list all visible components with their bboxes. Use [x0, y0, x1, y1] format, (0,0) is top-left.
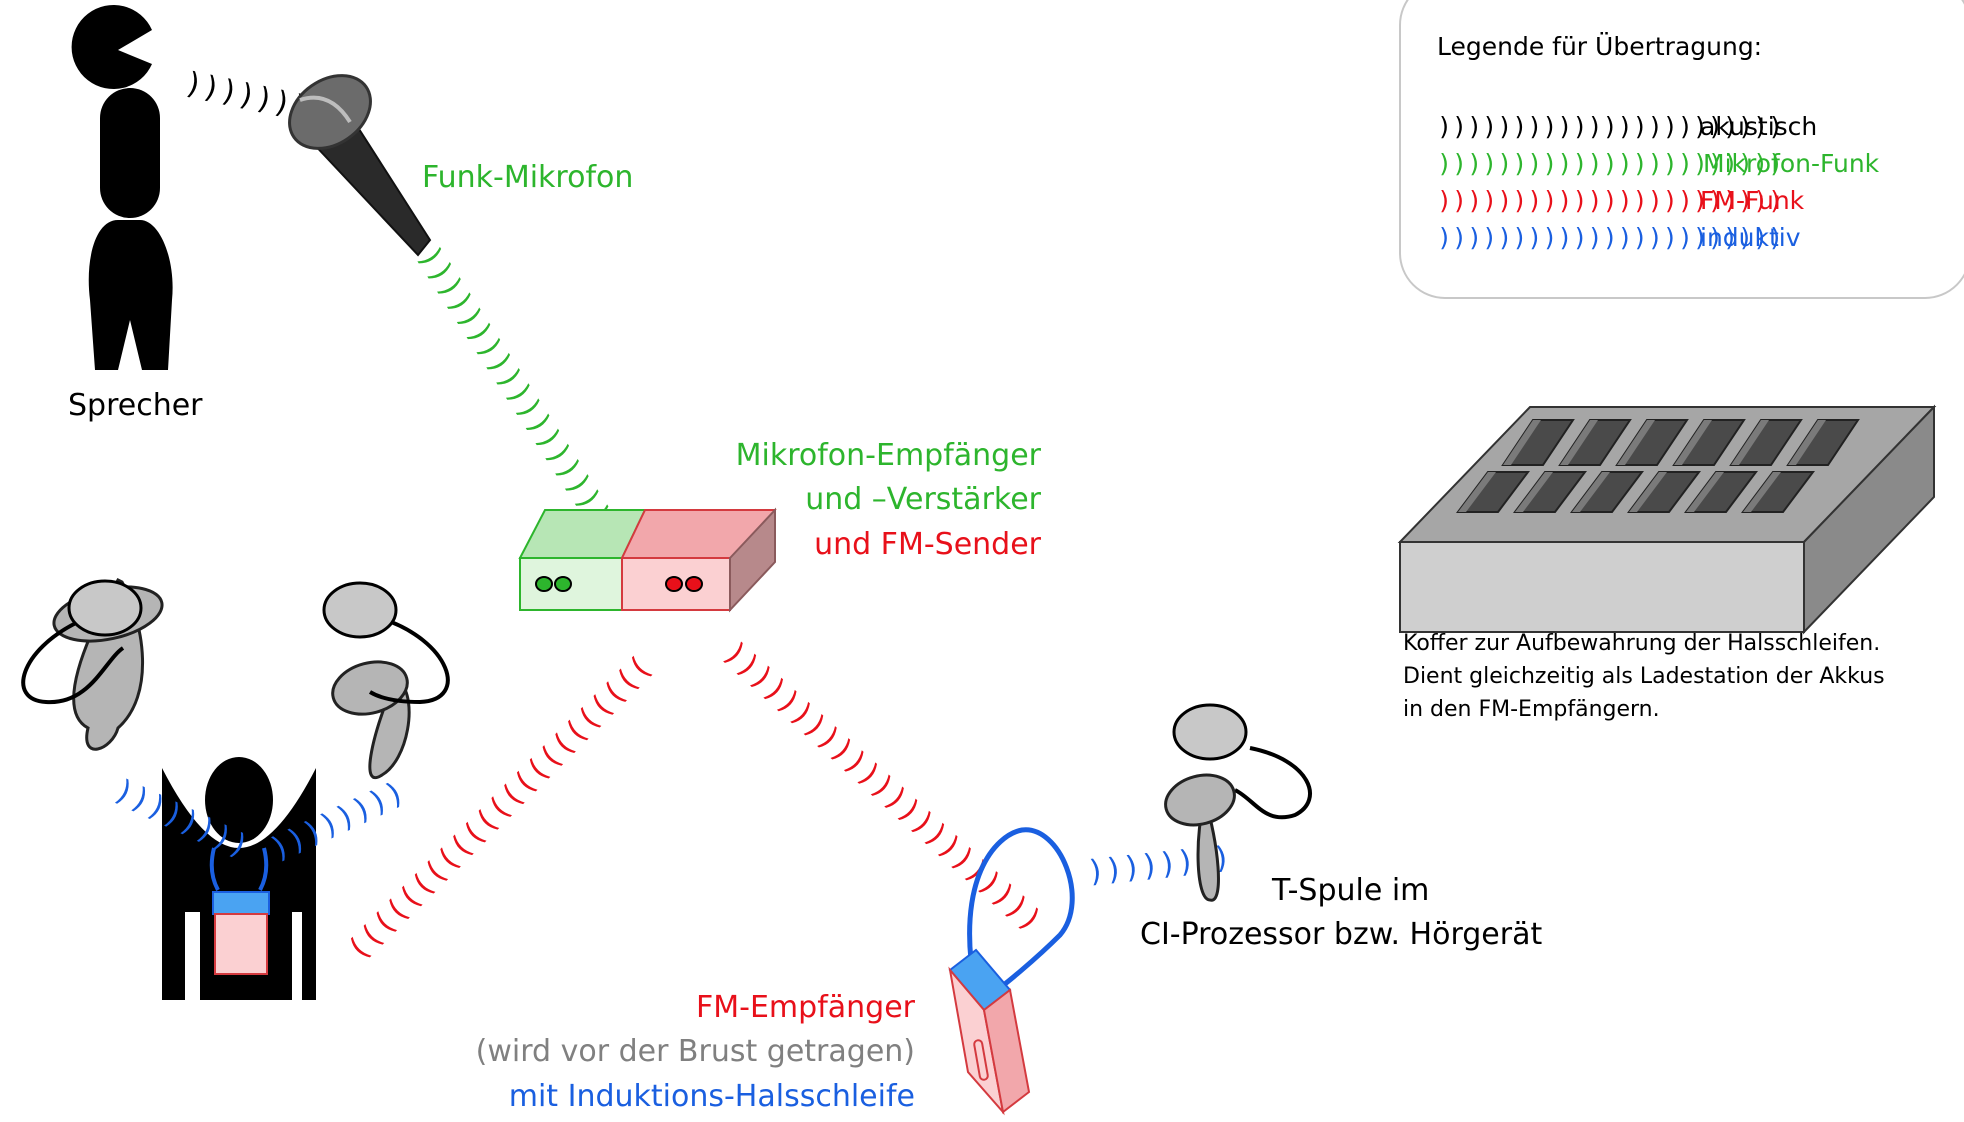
- legend-fm-radio-waves: ))))))))))))))))))))))): [1437, 186, 1783, 215]
- case-slot-wall: [1458, 472, 1496, 512]
- case-slot-wall: [1674, 420, 1712, 465]
- fm-receiver-side: [982, 988, 1031, 1114]
- legend-inductive-label: induktiv: [1700, 223, 1801, 252]
- case-slot-wall: [1686, 472, 1724, 512]
- green-led: [535, 576, 553, 592]
- legend-mic-radio-label: Mikrofon-Funk: [1703, 149, 1880, 178]
- case-slot-wall: [1515, 472, 1553, 512]
- case-label-line2: Dient gleichzeitig als Ladestation der A…: [1403, 664, 1885, 689]
- listener-body: [162, 768, 316, 1000]
- worn-receiver-body: [214, 913, 268, 975]
- fm-receiver-with-neck-loop: [948, 827, 1075, 1116]
- case-front: [1399, 541, 1805, 633]
- case-slot-wall: [1731, 420, 1769, 465]
- legend-inductive-waves: ))))))))))))))))))))))): [1437, 223, 1783, 252]
- case-slot-wall: [1743, 472, 1781, 512]
- ci-processor-cable: [1234, 746, 1312, 820]
- case-slots: [1456, 419, 1860, 513]
- legend-title: Legende für Übertragung:: [1437, 32, 1762, 61]
- hearing-aid-right: [322, 581, 450, 779]
- green-led: [554, 576, 572, 592]
- case-side: [1803, 404, 1935, 635]
- speaker-torso: [100, 88, 160, 218]
- receiver-label-line1: Mikrofon-Empfänger: [736, 438, 1042, 473]
- receiver-transmitter-box: [518, 507, 777, 613]
- worn-receiver-top: [212, 891, 270, 915]
- legend: Legende für Übertragung: )))))))))))))))…: [1399, 0, 1964, 299]
- speaker-legs: [88, 220, 173, 370]
- ci-processor-hook: [1164, 773, 1236, 827]
- legend-acoustic-label: akustisch: [1700, 112, 1817, 141]
- receiver-box-side: [729, 507, 776, 613]
- receiver-label-line2: und –Verstärker: [805, 482, 1041, 517]
- hearing-aid-left: [21, 578, 164, 751]
- legend-mic-radio-waves: ))))))))))))))))))))))): [1437, 149, 1783, 178]
- speaker-head: [71, 5, 152, 90]
- fm-receiver-label-line2: (wird vor der Brust getragen): [476, 1034, 915, 1069]
- case-label-line1: Koffer zur Aufbewahrung der Halsschleife…: [1403, 631, 1880, 656]
- case-slot-wall: [1572, 472, 1610, 512]
- red-led: [665, 576, 683, 592]
- fm-receiver-label-line1: FM-Empfänger: [696, 990, 916, 1025]
- fm-radio-waves-right: ))))))))))))))))))))))): [717, 635, 1049, 939]
- hearing-aid-left-cable: [21, 620, 125, 705]
- speaker-label: Sprecher: [68, 388, 203, 423]
- listener-head: [205, 757, 273, 843]
- case-label-line3: in den FM-Empfängern.: [1403, 697, 1660, 722]
- legend-acoustic-waves: ))))))))))))))))))))))): [1437, 112, 1783, 141]
- red-led: [685, 576, 703, 592]
- hearing-aid-right-cable: [368, 616, 450, 705]
- tcoil-label-line2: CI-Prozessor bzw. Hörgerät: [1140, 917, 1542, 952]
- microphone-grille-highlight: [299, 95, 352, 124]
- case-slot-wall: [1617, 420, 1655, 465]
- case-slot-wall: [1629, 472, 1667, 512]
- microphone-grille: [288, 74, 372, 150]
- legend-fm-radio-label: FM-Funk: [1700, 186, 1805, 215]
- case-slot-wall: [1560, 420, 1598, 465]
- hearing-aid-right-coil: [322, 581, 398, 639]
- neck-loop: [209, 847, 269, 891]
- listener-figure: [162, 757, 316, 1000]
- speaker-figure: Sprecher: [68, 5, 203, 423]
- tcoil-label-line1: T-Spule im: [1271, 873, 1429, 908]
- ci-processor: [1164, 703, 1312, 902]
- induction-neck-loop: [967, 827, 1075, 1001]
- fm-receiver-label-line3: mit Induktions-Halsschleife: [509, 1079, 915, 1114]
- ci-processor-coil: [1172, 703, 1248, 761]
- legend-box: [1399, 0, 1964, 299]
- microphone-label: Funk-Mikrofon: [422, 160, 633, 195]
- case-slot-wall: [1503, 420, 1541, 465]
- fm-receiver-grille: [973, 1039, 989, 1081]
- charging-case: [1397, 404, 1937, 635]
- receiver-label-line3: und FM-Sender: [814, 527, 1042, 562]
- microphone: Funk-Mikrofon: [288, 74, 633, 257]
- case-slot-wall: [1788, 420, 1826, 465]
- hearing-aid-left-coil: [67, 579, 143, 637]
